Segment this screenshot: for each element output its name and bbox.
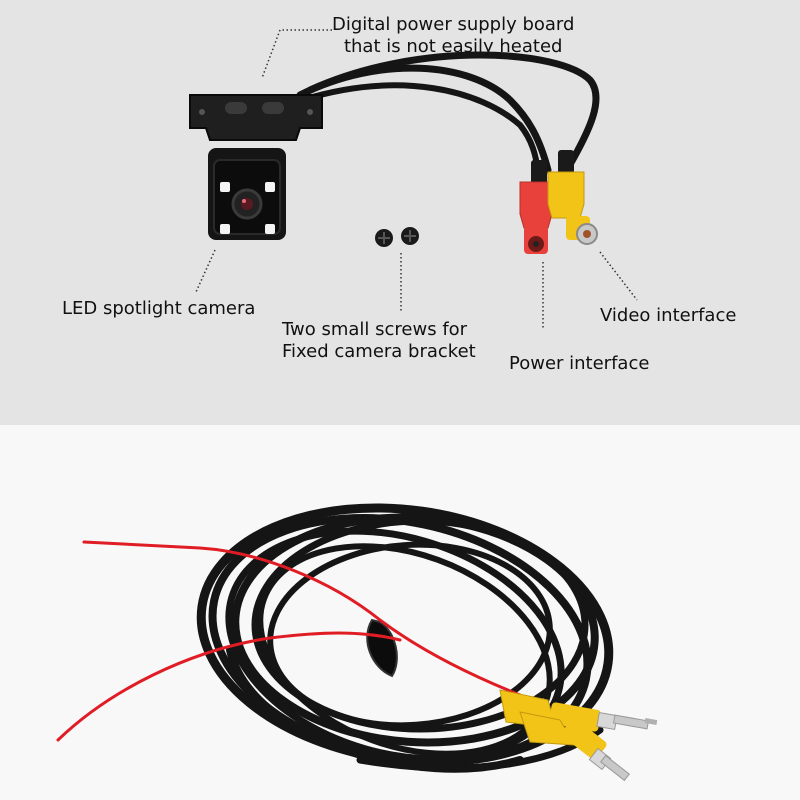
- led-light: [220, 182, 230, 192]
- screws-label-line1: Two small screws for: [282, 319, 468, 340]
- power-connector: [519, 160, 553, 254]
- digital-power-board-label: Digital power supply board that is not e…: [332, 14, 574, 58]
- led-camera-label: LED spotlight camera: [62, 298, 256, 319]
- led-light: [220, 224, 230, 234]
- camera-product-illustration: [189, 29, 638, 328]
- led-light: [265, 182, 275, 192]
- leader-lines: [195, 29, 638, 328]
- screws-label: Two small screws for Fixed camera bracke…: [282, 319, 476, 363]
- mounting-bracket: [189, 94, 323, 141]
- video-connector: [547, 150, 598, 245]
- screw: [401, 227, 419, 245]
- rca-connector: [519, 711, 630, 782]
- digital-power-board-label-line2: that is not easily heated: [343, 36, 563, 57]
- camera-cable: [296, 51, 600, 175]
- video-interface-label: Video interface: [600, 305, 737, 326]
- red-wire: [56, 540, 522, 742]
- screws-label-line2: Fixed camera bracket: [282, 341, 476, 362]
- screw: [375, 229, 393, 247]
- camera-body: [208, 148, 286, 240]
- digital-power-board-label-line1: Digital power supply board: [332, 14, 575, 35]
- led-light: [265, 224, 275, 234]
- cable-coil: [196, 503, 614, 773]
- power-interface-label: Power interface: [509, 353, 650, 374]
